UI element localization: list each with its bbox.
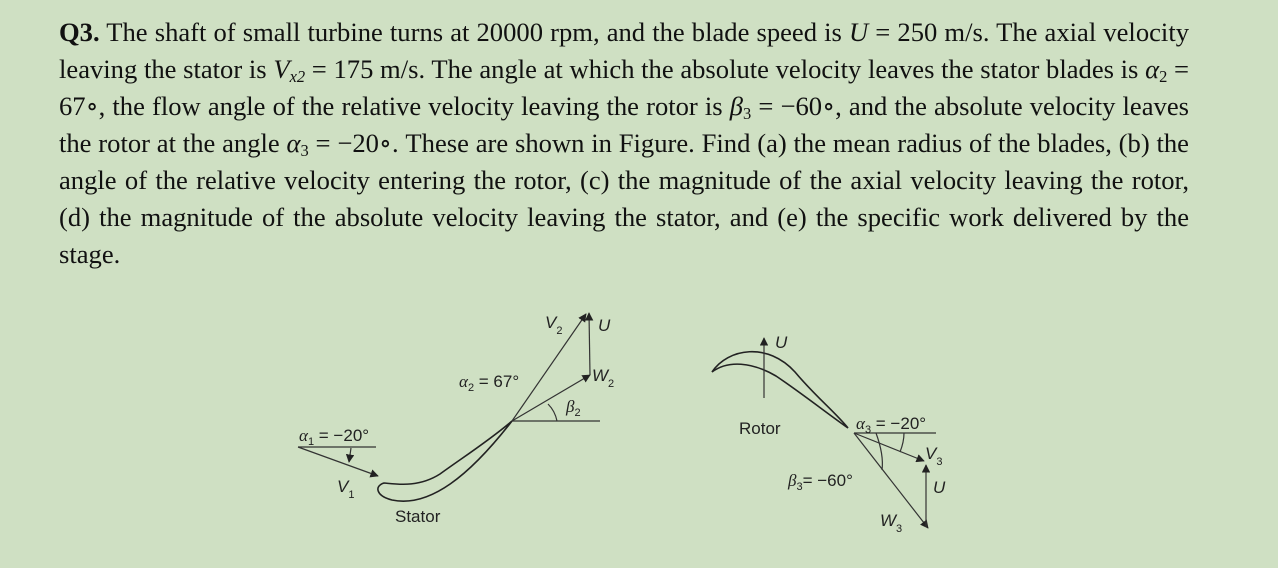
problem-text: = −20∘. These are shown in Figure. Find … [59, 128, 1189, 269]
problem-text: = 250 m/s. The axial velocity leaving th… [59, 17, 1189, 84]
stator-label: Stator [395, 507, 441, 526]
rotor-label: Rotor [739, 419, 781, 438]
alpha3-label: α3 = −20° [856, 414, 926, 436]
problem-text: = 67∘, the flow angle of the relative ve… [59, 54, 1189, 121]
beta3-symbol: β [729, 91, 744, 121]
problem-text: = 175 m/s. The angle at which the absolu… [305, 54, 1146, 84]
alpha2-symbol: α [1145, 54, 1160, 84]
stator-blade [377, 420, 513, 502]
u-stator-label: U [598, 316, 611, 335]
stator-exit-triangle [511, 312, 600, 422]
w3-label: W3 [880, 511, 902, 535]
alpha3-symbol: α [286, 128, 301, 158]
w2-label: W2 [592, 366, 614, 390]
alpha2-label: α2 = 67° [459, 372, 519, 394]
problem-statement: Q3. The shaft of small turbine turns at … [59, 14, 1189, 273]
v1-label: V1 [337, 477, 354, 501]
question-label: Q3. [59, 17, 100, 47]
axial-velocity-symbol: V [273, 54, 290, 84]
axial-velocity-subscript: x2 [289, 67, 306, 87]
alpha1-label: α1 = −20° [299, 426, 369, 448]
v3-label: V3 [925, 444, 942, 468]
beta3-label: β3= −60° [787, 471, 853, 493]
v2-label: V2 [545, 313, 562, 337]
rotor-blade [711, 350, 849, 429]
blade-speed-symbol: U [848, 17, 869, 47]
problem-text: = −60∘, and the absolute velocity leaves… [59, 91, 1189, 158]
rotor-exit-triangle [853, 432, 936, 529]
beta3-subscript: 3 [743, 104, 752, 124]
stator-inlet-triangle [297, 446, 379, 478]
u-rotor-label: U [775, 333, 788, 352]
alpha3-subscript: 3 [300, 141, 309, 161]
u-rotor-triangle-label: U [933, 478, 946, 497]
problem-text: The shaft of small turbine turns at 2000… [99, 17, 849, 47]
alpha2-subscript: 2 [1159, 67, 1168, 87]
beta2-label: β2 [565, 397, 581, 419]
